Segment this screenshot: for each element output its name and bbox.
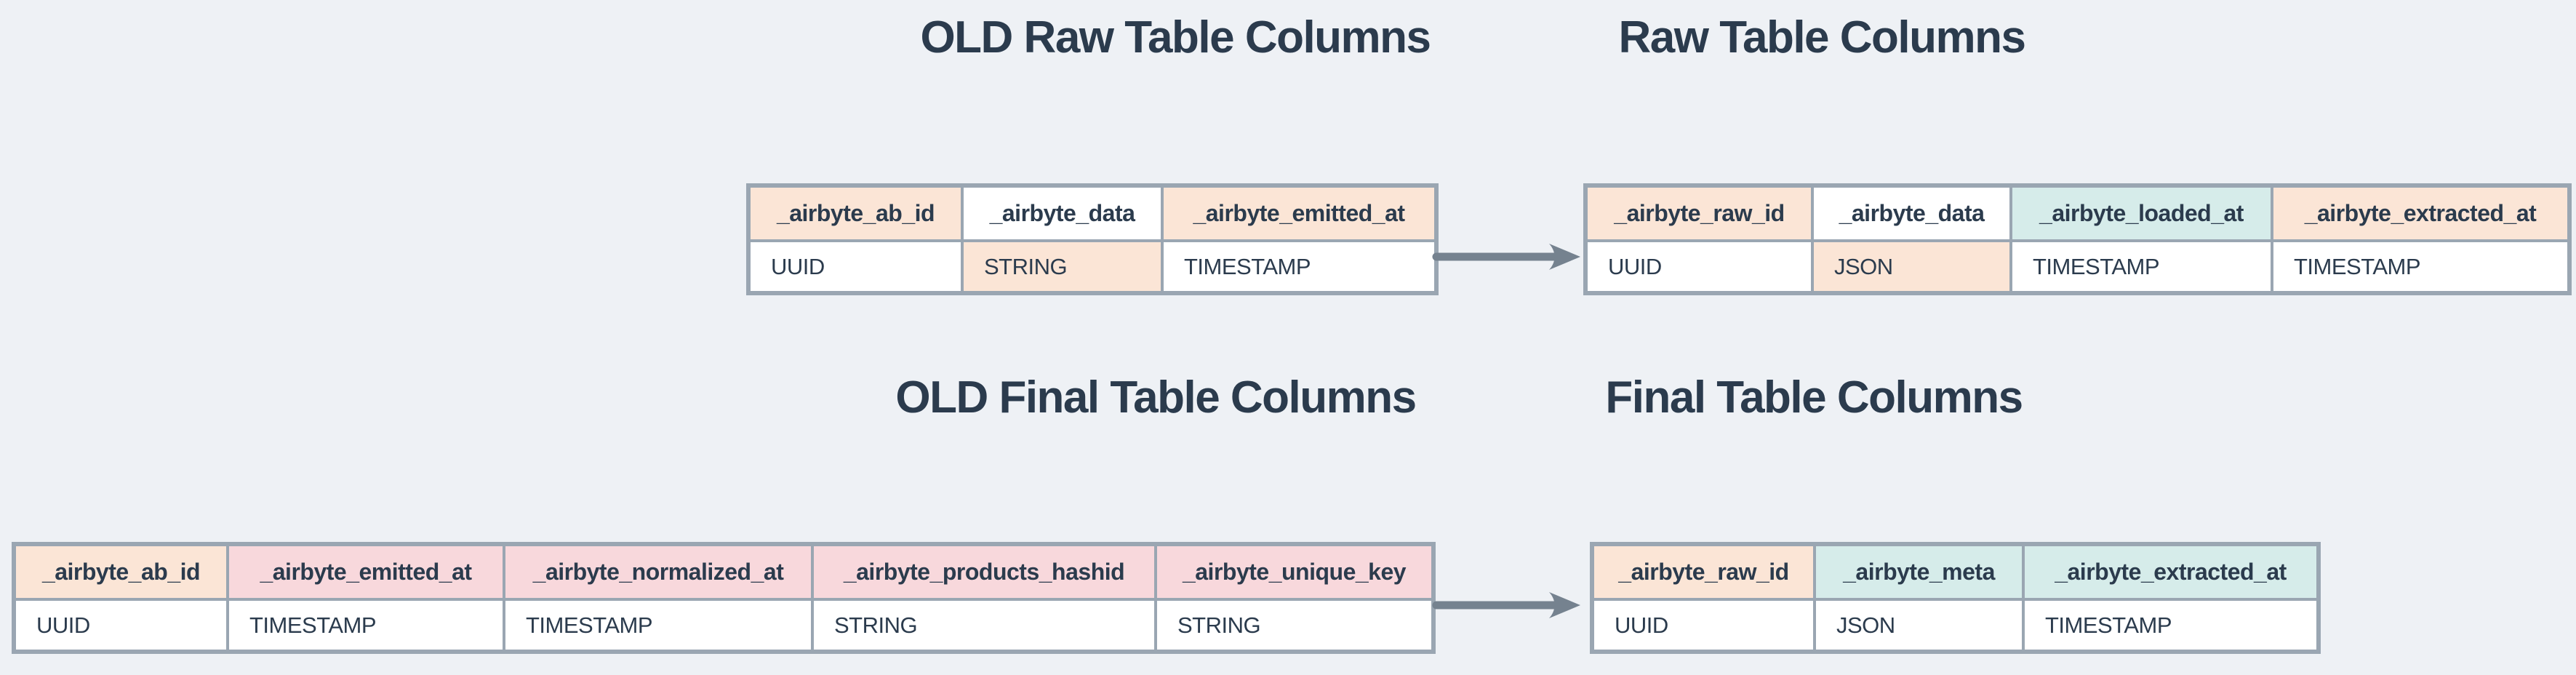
- column-type-cell: TIMESTAMP: [503, 598, 814, 653]
- column-header-cell: _airbyte_extracted_at: [2022, 543, 2320, 601]
- column-header-cell: _airbyte_normalized_at: [503, 543, 814, 601]
- header-row: _airbyte_raw_id_airbyte_meta_airbyte_ext…: [1591, 543, 2320, 601]
- column-header-cell: _airbyte_ab_id: [12, 543, 229, 601]
- header-row: _airbyte_ab_id_airbyte_data_airbyte_emit…: [747, 184, 1438, 242]
- column-type-cell: TIMESTAMP: [1161, 239, 1438, 295]
- column-header-cell: _airbyte_extracted_at: [2271, 184, 2571, 242]
- column-header-cell: _airbyte_products_hashid: [811, 543, 1157, 601]
- column-type-cell: STRING: [811, 598, 1157, 653]
- column-type-cell: STRING: [961, 239, 1164, 295]
- column-type-cell: JSON: [1813, 598, 2025, 653]
- column-header-cell: _airbyte_data: [961, 184, 1164, 242]
- column-type-cell: UUID: [1584, 239, 1814, 295]
- final-table: _airbyte_raw_id_airbyte_meta_airbyte_ext…: [1590, 542, 2321, 654]
- column-header-cell: _airbyte_emitted_at: [226, 543, 505, 601]
- column-header-cell: _airbyte_loaded_at: [2009, 184, 2273, 242]
- column-type-cell: UUID: [747, 239, 964, 295]
- old-final-table-title: OLD Final Table Columns: [895, 372, 1417, 423]
- old-raw-table: _airbyte_ab_id_airbyte_data_airbyte_emit…: [746, 183, 1439, 295]
- column-type-cell: TIMESTAMP: [226, 598, 505, 653]
- column-header-cell: _airbyte_meta: [1813, 543, 2025, 601]
- column-header-cell: _airbyte_data: [1811, 184, 2012, 242]
- column-type-cell: TIMESTAMP: [2009, 239, 2273, 295]
- column-type-cell: TIMESTAMP: [2022, 598, 2320, 653]
- old-final-table: _airbyte_ab_id_airbyte_emitted_at_airbyt…: [12, 542, 1436, 654]
- column-header-cell: _airbyte_raw_id: [1591, 543, 1816, 601]
- raw-table: _airbyte_raw_id_airbyte_data_airbyte_loa…: [1583, 183, 2572, 295]
- column-header-cell: _airbyte_emitted_at: [1161, 184, 1438, 242]
- column-header-cell: _airbyte_raw_id: [1584, 184, 1814, 242]
- column-type-cell: UUID: [1591, 598, 1816, 653]
- column-type-cell: TIMESTAMP: [2271, 239, 2571, 295]
- header-row: _airbyte_raw_id_airbyte_data_airbyte_loa…: [1584, 184, 2571, 242]
- column-type-cell: JSON: [1811, 239, 2012, 295]
- column-type-cell: UUID: [12, 598, 229, 653]
- column-type-cell: STRING: [1154, 598, 1435, 653]
- old-final-to-final-arrow: [1432, 592, 1580, 618]
- column-header-cell: _airbyte_ab_id: [747, 184, 964, 242]
- final-table-title: Final Table Columns: [1605, 372, 2023, 423]
- column-header-cell: _airbyte_unique_key: [1154, 543, 1435, 601]
- old-raw-table-title: OLD Raw Table Columns: [920, 12, 1431, 63]
- raw-table-title: Raw Table Columns: [1618, 12, 2027, 63]
- old-raw-to-raw-arrow: [1432, 244, 1580, 270]
- header-row: _airbyte_ab_id_airbyte_emitted_at_airbyt…: [12, 543, 1435, 601]
